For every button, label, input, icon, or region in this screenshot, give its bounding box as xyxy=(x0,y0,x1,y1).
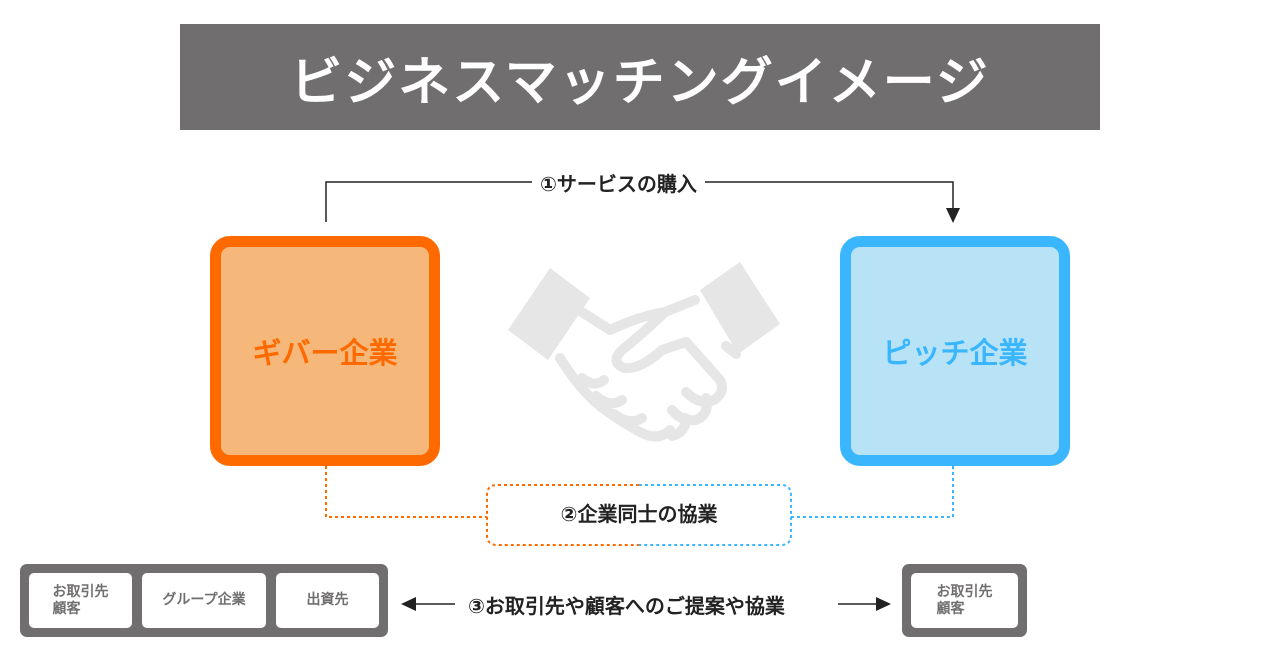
step-collaboration-label: ②企業同士の協業 xyxy=(560,502,718,526)
giver-network-item-group: グループ企業 xyxy=(142,573,266,628)
title-banner: ビジネスマッチングイメージ xyxy=(180,24,1100,130)
step-purchase-label: ①サービスの購入 xyxy=(532,168,705,197)
collab-box-right xyxy=(639,484,792,546)
giver-company-box: ギバー企業 xyxy=(210,236,440,466)
giver-collab-connector xyxy=(325,466,487,518)
pitch-company-label: ピッチ企業 xyxy=(882,336,1028,370)
pitch-network-item-clients: お取引先 顧客 xyxy=(911,573,1018,628)
giver-network-panel: お取引先 顧客 グループ企業 出資先 xyxy=(20,564,388,637)
pitch-company-box: ピッチ企業 xyxy=(840,236,1070,466)
pitch-network-panel: お取引先 顧客 xyxy=(902,564,1027,637)
proposal-arrowhead-right xyxy=(876,597,891,611)
collab-box-left xyxy=(486,484,639,546)
handshake-icon xyxy=(508,262,780,442)
proposal-arrowhead-left xyxy=(401,597,416,611)
purchase-arrowhead xyxy=(946,208,960,223)
giver-network-item-investees: 出資先 xyxy=(276,573,379,628)
giver-network-item-clients: お取引先 顧客 xyxy=(29,573,132,628)
step-proposal-label: ③お取引先や顧客へのご提案や協業 xyxy=(462,590,791,619)
giver-company-label: ギバー企業 xyxy=(252,336,398,370)
page-title: ビジネスマッチングイメージ xyxy=(290,52,990,113)
pitch-collab-connector xyxy=(791,466,954,518)
